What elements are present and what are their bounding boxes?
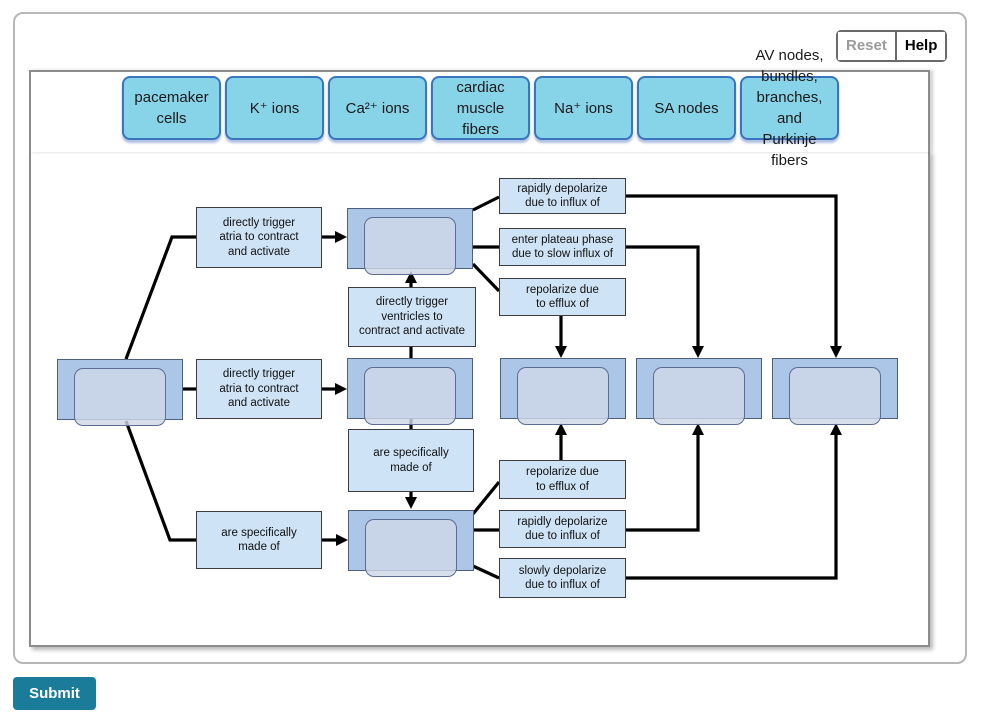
drop-target-3[interactable] <box>347 358 473 425</box>
chip-label: Ca²⁺ ions <box>345 99 410 117</box>
label-trigger-atria-mid: directly trigger atria to contract and a… <box>196 359 322 419</box>
label-trigger-ventricles: directly trigger ventricles to contract … <box>348 287 476 347</box>
term-bank: pacemaker cells K⁺ ions Ca²⁺ ions cardiac m… <box>29 47 930 169</box>
chip-label: cardiac muscle fibers <box>456 78 505 138</box>
chip-k-ions[interactable]: K⁺ ions <box>225 76 324 140</box>
drop-slot <box>364 367 456 425</box>
drop-slot <box>74 368 166 426</box>
help-button[interactable]: Help <box>894 32 946 60</box>
label-rapidly-depolarize-bottom: rapidly depolarize due to influx of <box>499 510 626 548</box>
chip-pacemaker-cells[interactable]: pacemaker cells <box>122 76 221 140</box>
label-trigger-atria-top: directly trigger atria to contract and a… <box>196 207 322 268</box>
chip-cardiac-muscle-fibers[interactable]: cardiac muscle fibers <box>431 76 530 140</box>
submit-button[interactable]: Submit <box>13 677 96 710</box>
chip-ca-ions[interactable]: Ca²⁺ ions <box>328 76 427 140</box>
drop-slot <box>653 367 745 425</box>
drop-target-7[interactable] <box>772 358 898 425</box>
drop-slot <box>365 519 457 577</box>
drop-target-1[interactable] <box>57 359 183 426</box>
drop-target-5[interactable] <box>500 358 626 425</box>
drop-target-2[interactable] <box>347 208 473 275</box>
chip-label: AV nodes, bundles, branches, and Purkinj… <box>755 47 824 169</box>
chip-label: SA nodes <box>654 99 719 117</box>
label-plateau-phase: enter plateau phase due to slow influx o… <box>499 228 626 266</box>
reset-button[interactable]: Reset <box>838 32 895 60</box>
chip-av-nodes-bundles-branches-purkinje[interactable]: AV nodes, bundles, branches, and Purkinj… <box>740 47 839 169</box>
label-made-of-left: are specifically made of <box>196 511 322 569</box>
chip-na-ions[interactable]: Na⁺ ions <box>534 76 633 140</box>
chip-sa-nodes[interactable]: SA nodes <box>637 76 736 140</box>
chip-label: K⁺ ions <box>249 99 300 117</box>
label-repolarize-top: repolarize due to efflux of <box>499 278 626 316</box>
chip-label: Na⁺ ions <box>554 99 613 117</box>
label-made-of-mid: are specifically made of <box>348 429 474 492</box>
chip-label: pacemaker cells <box>134 89 209 127</box>
toolbar: Reset Help <box>836 30 948 62</box>
drop-target-4[interactable] <box>348 510 474 577</box>
drop-slot <box>517 367 609 425</box>
drop-slot <box>789 367 881 425</box>
label-rapidly-depolarize-top: rapidly depolarize due to influx of <box>499 178 626 214</box>
label-repolarize-bottom: repolarize due to efflux of <box>499 460 626 499</box>
label-slowly-depolarize: slowly depolarize due to influx of <box>499 558 626 598</box>
drop-slot <box>364 217 456 275</box>
drop-target-6[interactable] <box>636 358 762 425</box>
